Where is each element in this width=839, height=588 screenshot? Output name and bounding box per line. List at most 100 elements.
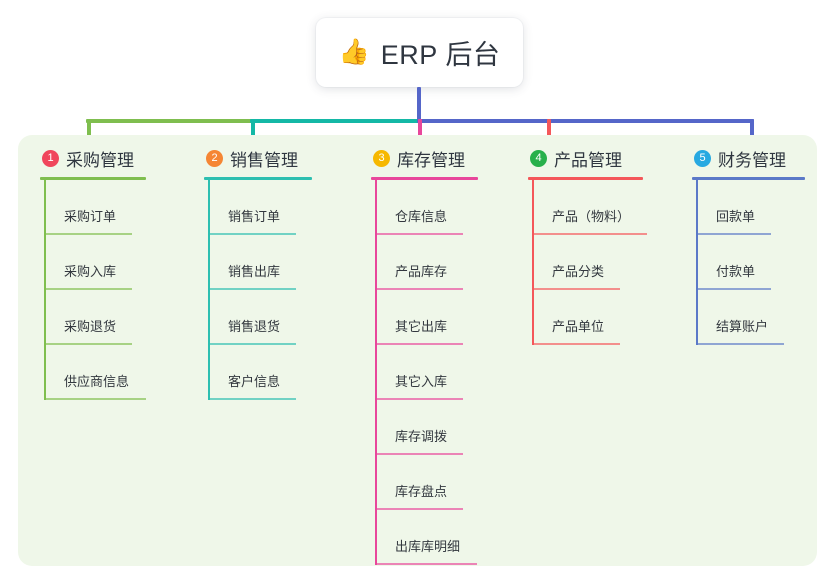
branch-item[interactable]: 采购订单 [40, 180, 146, 235]
branch-item[interactable]: 产品（物料） [528, 180, 647, 235]
branch-item-label: 付款单 [716, 264, 756, 279]
branch-item[interactable]: 库存调拨 [371, 400, 478, 455]
branch-item[interactable]: 采购退货 [40, 290, 146, 345]
branch-drop-line-2 [251, 119, 255, 143]
branch-index-badge: 1 [42, 149, 59, 167]
branch-item-list: 产品（物料） 产品分类产品单位 [528, 180, 647, 345]
branch-item[interactable]: 采购入库 [40, 235, 146, 290]
branch-item-label: 库存盘点 [395, 484, 448, 499]
bar-segment-green [86, 119, 252, 123]
branch-item[interactable]: 其它出库 [371, 290, 478, 345]
branch-item-label: 产品单位 [552, 319, 605, 334]
branch-item-label: 产品（物料） [552, 209, 631, 224]
branch-spine-line [44, 180, 46, 400]
branch-header-1[interactable]: 1 采购管理 [40, 146, 146, 170]
branch-item[interactable]: 出库库明细 [371, 510, 478, 565]
branch-header-underline [528, 177, 643, 180]
branch-title: 销售管理 [230, 150, 298, 170]
branch-item-label: 采购入库 [64, 264, 117, 279]
branch-item-label: 出库库明细 [395, 539, 461, 554]
branch-item-label: 回款单 [716, 209, 756, 224]
branch-item[interactable]: 付款单 [692, 235, 805, 290]
branch-header-3[interactable]: 3 库存管理 [371, 146, 478, 170]
branch-item-label: 产品库存 [395, 264, 448, 279]
bar-segment-teal [250, 119, 419, 123]
branch-item-label: 销售订单 [228, 209, 281, 224]
branch-item-underline [208, 398, 296, 400]
branch-item-underline [208, 288, 296, 290]
branch-column-采购管理: 1 采购管理采购订单采购入库采购退货供应商信息 [40, 146, 146, 400]
branch-header-4[interactable]: 4 产品管理 [528, 146, 643, 170]
bar-segment-blue [417, 119, 754, 123]
branch-item-list: 仓库信息产品库存其它出库其它入库库存调拨库存盘点出库库明细 [371, 180, 478, 565]
branch-title: 财务管理 [718, 150, 786, 170]
branch-column-产品管理: 4 产品管理产品（物料） 产品分类产品单位 [528, 146, 647, 345]
branch-title: 产品管理 [554, 150, 622, 170]
branch-item-underline [375, 398, 463, 400]
branch-spine-line [532, 180, 534, 345]
branch-item[interactable]: 销售出库 [204, 235, 312, 290]
branch-item-underline [375, 453, 463, 455]
branch-item-underline [696, 288, 771, 290]
branch-header-underline [371, 177, 478, 180]
branch-item-list: 回款单付款单结算账户 [692, 180, 805, 345]
branch-item-list: 采购订单采购入库采购退货供应商信息 [40, 180, 146, 400]
branch-index-badge: 4 [530, 149, 547, 167]
branch-item-underline [44, 233, 132, 235]
branch-item-label: 仓库信息 [395, 209, 448, 224]
root-node-title: ERP 后台 [380, 40, 501, 70]
branch-title: 库存管理 [397, 150, 465, 170]
branch-item-label: 结算账户 [716, 319, 769, 334]
branch-item-underline [532, 233, 647, 235]
branch-item-list: 销售订单销售出库销售退货客户信息 [204, 180, 312, 400]
branch-item-underline [208, 233, 296, 235]
branch-item-label: 采购订单 [64, 209, 117, 224]
branch-header-underline [204, 177, 312, 180]
branch-item-underline [532, 288, 620, 290]
branch-item-underline [375, 233, 463, 235]
branch-item[interactable]: 产品分类 [528, 235, 643, 290]
branch-item[interactable]: 结算账户 [692, 290, 805, 345]
branch-item-underline [44, 398, 146, 400]
branch-item-underline [532, 343, 620, 345]
branch-item-underline [44, 343, 132, 345]
branch-item[interactable]: 产品单位 [528, 290, 643, 345]
branch-spine-line [375, 180, 377, 565]
branch-item-label: 销售退货 [228, 319, 281, 334]
root-node-card[interactable]: 👍 ERP 后台 [316, 18, 523, 87]
branch-item[interactable]: 产品库存 [371, 235, 478, 290]
branch-item-underline [696, 233, 771, 235]
branch-item[interactable]: 销售退货 [204, 290, 312, 345]
branch-item-underline [44, 288, 132, 290]
branch-item-underline [696, 343, 784, 345]
root-trunk-line [417, 87, 421, 123]
branch-header-2[interactable]: 2 销售管理 [204, 146, 312, 170]
branch-item-label: 库存调拨 [395, 429, 448, 444]
branch-drop-line-3 [418, 119, 422, 143]
branch-title: 采购管理 [66, 150, 134, 170]
branch-header-underline [40, 177, 146, 180]
branch-item[interactable]: 回款单 [692, 180, 805, 235]
branches-panel [18, 135, 817, 566]
branch-item-underline [375, 343, 463, 345]
branch-item-underline [375, 508, 463, 510]
branch-item[interactable]: 其它入库 [371, 345, 478, 400]
branch-item[interactable]: 销售订单 [204, 180, 312, 235]
branch-index-badge: 2 [206, 149, 223, 167]
branch-header-underline [692, 177, 805, 180]
branch-spine-line [208, 180, 210, 400]
branch-spine-line [696, 180, 698, 345]
branch-item[interactable]: 库存盘点 [371, 455, 478, 510]
branch-item-label: 客户信息 [228, 374, 281, 389]
branch-item-label: 其它出库 [395, 319, 448, 334]
branch-item-underline [375, 288, 463, 290]
branch-item[interactable]: 供应商信息 [40, 345, 146, 400]
branch-item-label: 其它入库 [395, 374, 448, 389]
branch-index-badge: 3 [373, 149, 390, 167]
branch-drop-line-5 [750, 119, 754, 143]
branch-item[interactable]: 仓库信息 [371, 180, 478, 235]
branch-item[interactable]: 客户信息 [204, 345, 312, 400]
